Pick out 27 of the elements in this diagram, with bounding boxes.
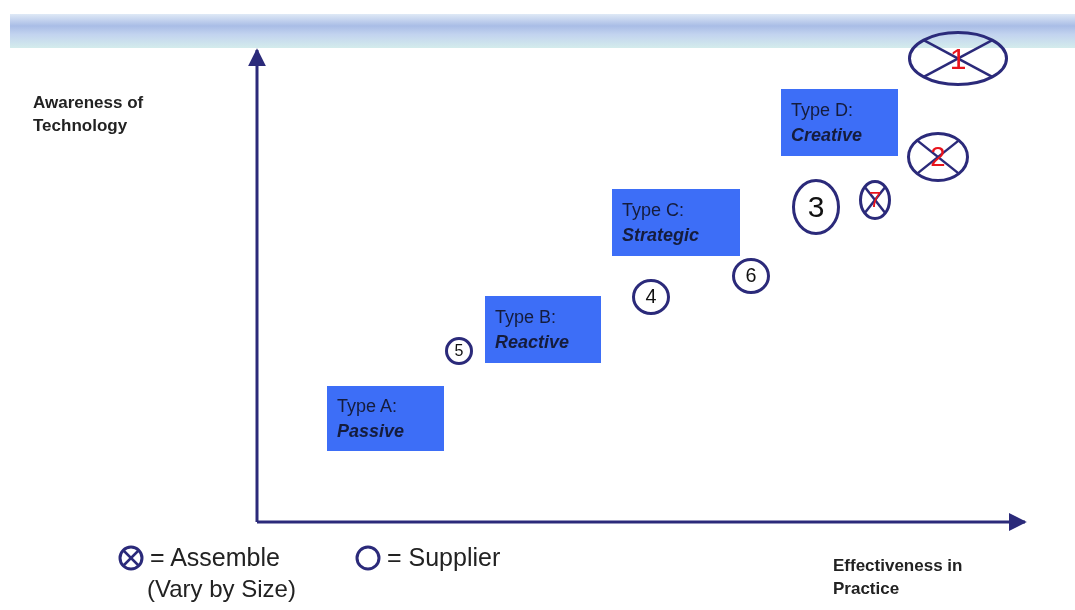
marker-number: 5: [454, 343, 464, 359]
marker-number: 4: [645, 287, 657, 307]
type-box: [612, 189, 740, 256]
assemble-marker: [907, 132, 969, 182]
supplier-marker: [632, 279, 670, 315]
type-box: [781, 89, 898, 156]
type-heading: Type A:: [337, 395, 399, 419]
supplier-marker: [792, 179, 840, 235]
type-name: Passive: [337, 419, 406, 443]
axis-label: Awareness of Technology: [33, 92, 145, 137]
type-heading: Type B:: [495, 306, 558, 330]
supplier-marker: [732, 258, 770, 294]
type-name: Reactive: [495, 330, 571, 354]
axis-label: (Vary by Size): [147, 574, 297, 604]
type-name: Creative: [791, 123, 864, 147]
legend-text: = Assemble: [150, 543, 280, 572]
axis-label: Effectiveness in Practice: [833, 555, 964, 600]
assemble-marker: [908, 31, 1008, 86]
marker-number: 6: [745, 266, 757, 286]
type-heading: Type D:: [791, 99, 855, 123]
legend-text: = Supplier: [387, 543, 501, 572]
type-name: Strategic: [622, 223, 701, 247]
type-heading: Type C:: [622, 199, 686, 223]
type-box: [485, 296, 601, 363]
marker-number: 3: [807, 192, 825, 222]
supplier-marker: [445, 337, 473, 365]
type-box: [327, 386, 444, 451]
